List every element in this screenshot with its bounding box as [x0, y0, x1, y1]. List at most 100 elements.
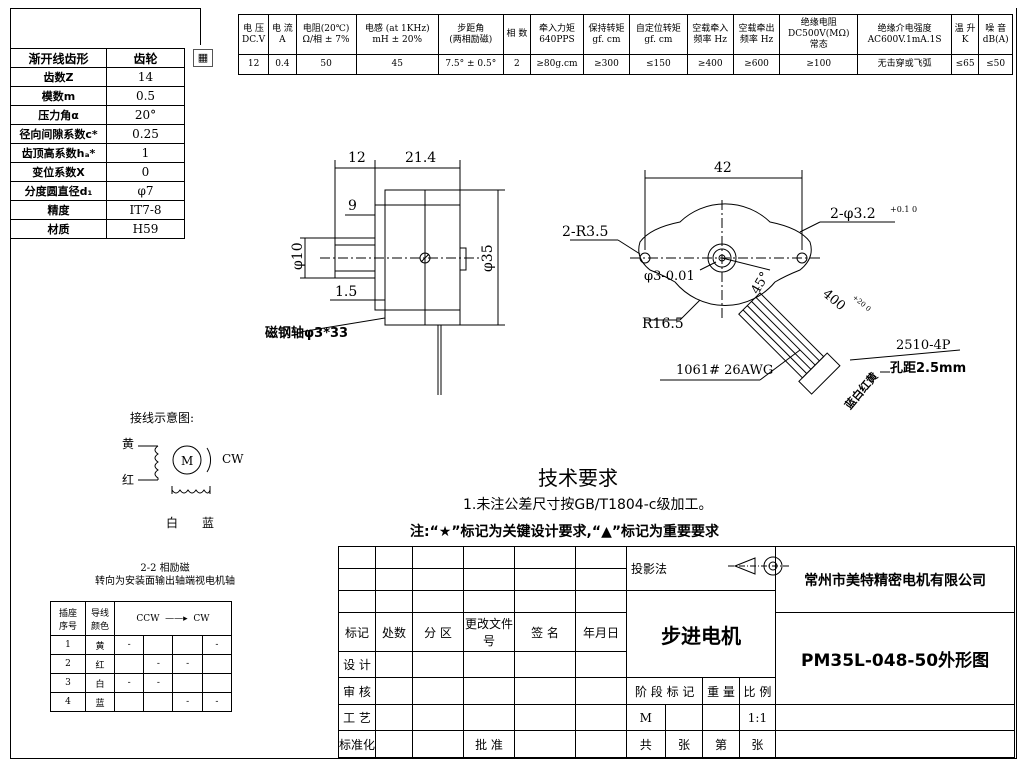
exc-color: 白 — [85, 673, 115, 693]
spec-value: 45 — [355, 54, 439, 75]
spec-value: 2 — [502, 54, 532, 75]
title-block: 投影法 常州市美特精密电机有限公司 步进电机 标记 处数 分 区 更改文件号 签… — [338, 545, 1015, 758]
gear-param-label: 齿顶高系数hₐ* — [10, 143, 107, 163]
tech-req-line1: 1.未注公差尺寸按GB/T1804-c级加工。 — [463, 497, 713, 513]
dim-r3-5: 2-R3.5 — [562, 224, 608, 240]
dim-phi10: φ10 — [290, 242, 306, 270]
dim-400-tol: +20 0 — [851, 293, 873, 313]
connector-2510 — [798, 352, 841, 395]
col-biaoji: 标记 — [338, 612, 376, 652]
spec-value: 12 — [237, 54, 270, 75]
sheets-zhang2: 张 — [738, 730, 777, 758]
ccw-label: CCW — [136, 613, 160, 624]
exc-head-dir: CCW ——▸ CW — [114, 601, 232, 636]
scale-label: 比 例 — [738, 677, 777, 705]
exc-color: 蓝 — [85, 692, 115, 712]
exc-step-cell: - — [113, 635, 145, 655]
exc-step-cell: - — [143, 673, 174, 693]
exc-pin: 3 — [50, 673, 86, 693]
exc-step-cell — [113, 654, 145, 674]
motor-flange — [638, 203, 812, 306]
exc-step-cell: - — [172, 654, 203, 674]
wiring-title: 接线示意图: — [130, 410, 194, 425]
stage-mark: M — [626, 703, 666, 732]
gear-row: 齿顶高系数hₐ*1 — [10, 143, 185, 163]
exc-step-cell — [143, 635, 174, 655]
col-nianyueri: 年月日 — [575, 612, 627, 652]
projection-label: 投影法 — [625, 545, 777, 592]
front-view — [570, 170, 961, 395]
exc-step-cell: - — [143, 654, 174, 674]
excitation-line2: 转向为安装面输出轴端视电机轴 — [95, 576, 235, 587]
col-gengai: 更改文件号 — [463, 612, 515, 652]
spec-header: 绝缘电阻 DC500V(MΩ) 常态 — [779, 14, 859, 55]
exc-step-cell: - — [201, 692, 233, 712]
dim-holes-tol: +0.1 0 — [890, 205, 917, 214]
gear-param-value: 14 — [106, 67, 185, 87]
spec-value: ≤65 — [950, 54, 980, 75]
spec-header: 保持转矩 gf. cm — [582, 14, 631, 55]
pitch-label: 孔距2.5mm — [890, 361, 966, 376]
sheets-zhang1: 张 — [664, 730, 704, 758]
wiring-diagram — [138, 445, 211, 494]
sheets-gong: 共 — [626, 730, 666, 758]
drawing-frame — [10, 8, 1017, 759]
excitation-line1: 2-2 相励磁 — [140, 563, 190, 574]
gear-param-value: H59 — [106, 219, 185, 239]
col-chushu: 处数 — [375, 612, 413, 652]
cable-label: 1061# 26AWG — [676, 363, 773, 378]
spec-value: ≥100 — [779, 54, 859, 75]
scale-value: 1:1 — [738, 703, 777, 732]
motor-label: M — [181, 454, 193, 468]
wiring-blue: 蓝 — [202, 516, 214, 530]
spec-header: 自定位转矩 gf. cm — [629, 14, 688, 55]
spec-header: 牵入力矩 640PPS — [530, 14, 584, 55]
gear-param-value: φ7 — [106, 181, 185, 201]
dim-phi35: φ35 — [480, 244, 496, 272]
wiring-white: 白 — [166, 515, 178, 530]
side-view — [299, 160, 505, 395]
row-pizhun: 批 准 — [463, 730, 515, 758]
exc-step-cell — [172, 635, 203, 655]
gear-param-label: 压力角α — [10, 105, 107, 125]
frame-top-left — [10, 8, 201, 45]
excitation-caption: 2-2 相励磁 转向为安装面输出轴端视电机轴 — [60, 562, 270, 588]
table-icon[interactable]: ▦ — [193, 49, 213, 67]
exc-pin: 4 — [50, 692, 86, 712]
dim-r16-5: R16.5 — [642, 316, 684, 332]
dim-42: 42 — [714, 160, 732, 176]
dim-45: 45° — [748, 270, 773, 297]
spec-value: ≥600 — [732, 54, 781, 75]
spec-value: 0.4 — [268, 54, 297, 75]
spec-header: 噪 音 dB(A) — [978, 14, 1013, 55]
wiring-yellow: 黄 — [122, 437, 134, 451]
exc-step-cell: - — [113, 673, 145, 693]
dim-21-4: 21.4 — [405, 150, 436, 166]
row-shenhe: 审 核 — [338, 677, 376, 705]
spec-value: ≥300 — [582, 54, 631, 75]
exc-step-cell — [201, 654, 233, 674]
row-gongyi: 工 艺 — [338, 703, 376, 732]
spec-header: 步距角 (两相励磁) — [437, 14, 504, 55]
cw-label: CW — [222, 452, 244, 466]
dim-1-5: 1.5 — [335, 284, 357, 300]
dim-9: 9 — [348, 198, 357, 214]
exc-step-cell — [201, 673, 233, 693]
spec-header: 电阻(20℃) Ω/相 ± 7% — [295, 14, 357, 55]
connector-label: 2510-4P — [896, 338, 951, 353]
dim-holes: 2-φ3.2 — [830, 206, 876, 222]
exc-pin: 2 — [50, 654, 86, 674]
col-fenqu: 分 区 — [412, 612, 464, 652]
spec-header: 绝缘介电强度 AC600V.1mA.1S — [857, 14, 952, 55]
cw-direction-label: CW — [193, 613, 210, 624]
col-qianming: 签 名 — [514, 612, 576, 652]
row-biaozhunhua: 标准化 — [338, 730, 376, 758]
exc-pin: 1 — [50, 635, 86, 655]
